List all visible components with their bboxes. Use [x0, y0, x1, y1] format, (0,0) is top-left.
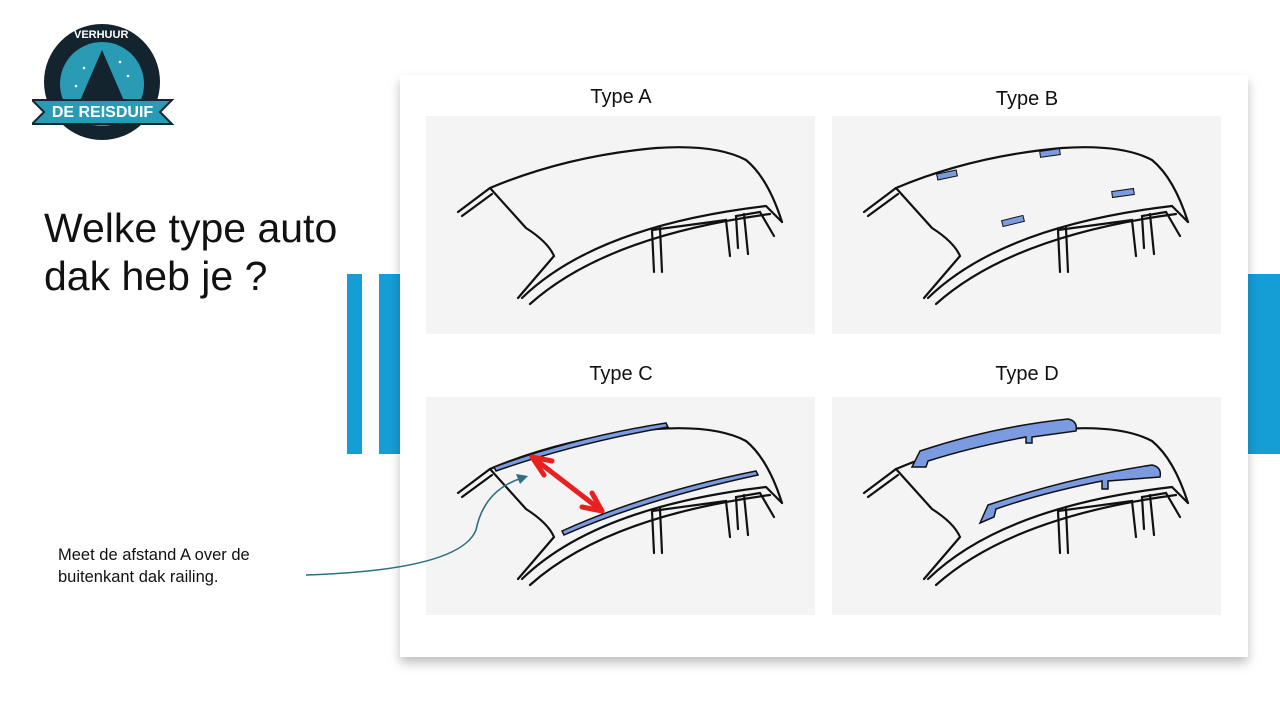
type-b-image — [832, 116, 1221, 334]
logo: VERHUUR DE REISDUIF — [29, 20, 177, 145]
type-c-label: Type C — [589, 363, 653, 385]
pointer-arrow — [305, 474, 528, 576]
accent-bar-left-1 — [347, 274, 362, 454]
logo-top-text: VERHUUR — [74, 29, 129, 41]
slide-title: Welke type auto dak heb je ? — [44, 205, 338, 299]
type-c-image — [426, 397, 815, 615]
type-a-image — [426, 116, 815, 334]
measure-note: Meet de afstand A over de buitenkant dak… — [58, 546, 250, 586]
type-a-label: Type A — [590, 86, 652, 108]
type-d-image — [832, 397, 1221, 615]
type-b-label: Type B — [995, 88, 1059, 110]
type-d-label: Type D — [995, 363, 1059, 385]
logo-banner-text: DE REISDUIF — [51, 104, 154, 121]
accent-bar-right — [1248, 274, 1280, 454]
accent-bar-left-2 — [379, 274, 401, 454]
